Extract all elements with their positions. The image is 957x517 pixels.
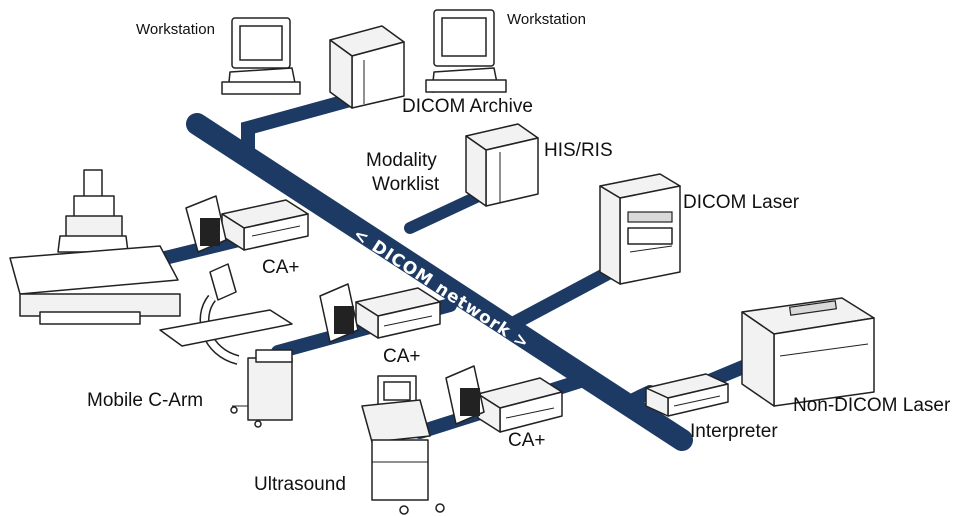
interpreter-device (645, 373, 729, 417)
xray-table-device (9, 169, 181, 325)
archive-link (241, 93, 357, 155)
dicom-laser-link (498, 265, 617, 335)
ca-plus-2-label: CA+ (383, 346, 421, 367)
dicom-network-backbone (186, 113, 693, 451)
mobile-c-arm-label: Mobile C-Arm (87, 390, 203, 411)
dicom-laser-device (599, 173, 681, 285)
interpreter-label: Interpreter (690, 421, 778, 442)
workstation-left-label: Workstation (136, 21, 215, 38)
workstation-right (425, 9, 507, 93)
ca-plus-unit-2 (319, 283, 441, 343)
ultrasound-device (361, 375, 445, 515)
non-dicom-laser-device (741, 297, 875, 407)
workstation-right-label: Workstation (507, 11, 586, 28)
dicom-archive-label: DICOM Archive (402, 96, 533, 117)
mobile-c-arm-device (159, 263, 293, 428)
non-dicom-laser-label: Non-DICOM Laser (793, 395, 951, 416)
his-ris-device (465, 123, 539, 207)
modality-worklist-label-line1: Modality (366, 150, 437, 171)
ca-plus-3-label: CA+ (508, 430, 546, 451)
dicom-laser-label: DICOM Laser (683, 192, 800, 213)
ca-plus-unit-3 (445, 365, 563, 433)
ca-plus-unit-1 (185, 195, 309, 253)
dicom-archive-device (329, 25, 405, 109)
ultrasound-label: Ultrasound (254, 474, 346, 495)
modality-worklist-label-line2: Worklist (372, 174, 440, 195)
ca-plus-1-label: CA+ (262, 257, 300, 278)
his-ris-label: HIS/RIS (544, 140, 613, 161)
workstation-left (221, 17, 301, 95)
